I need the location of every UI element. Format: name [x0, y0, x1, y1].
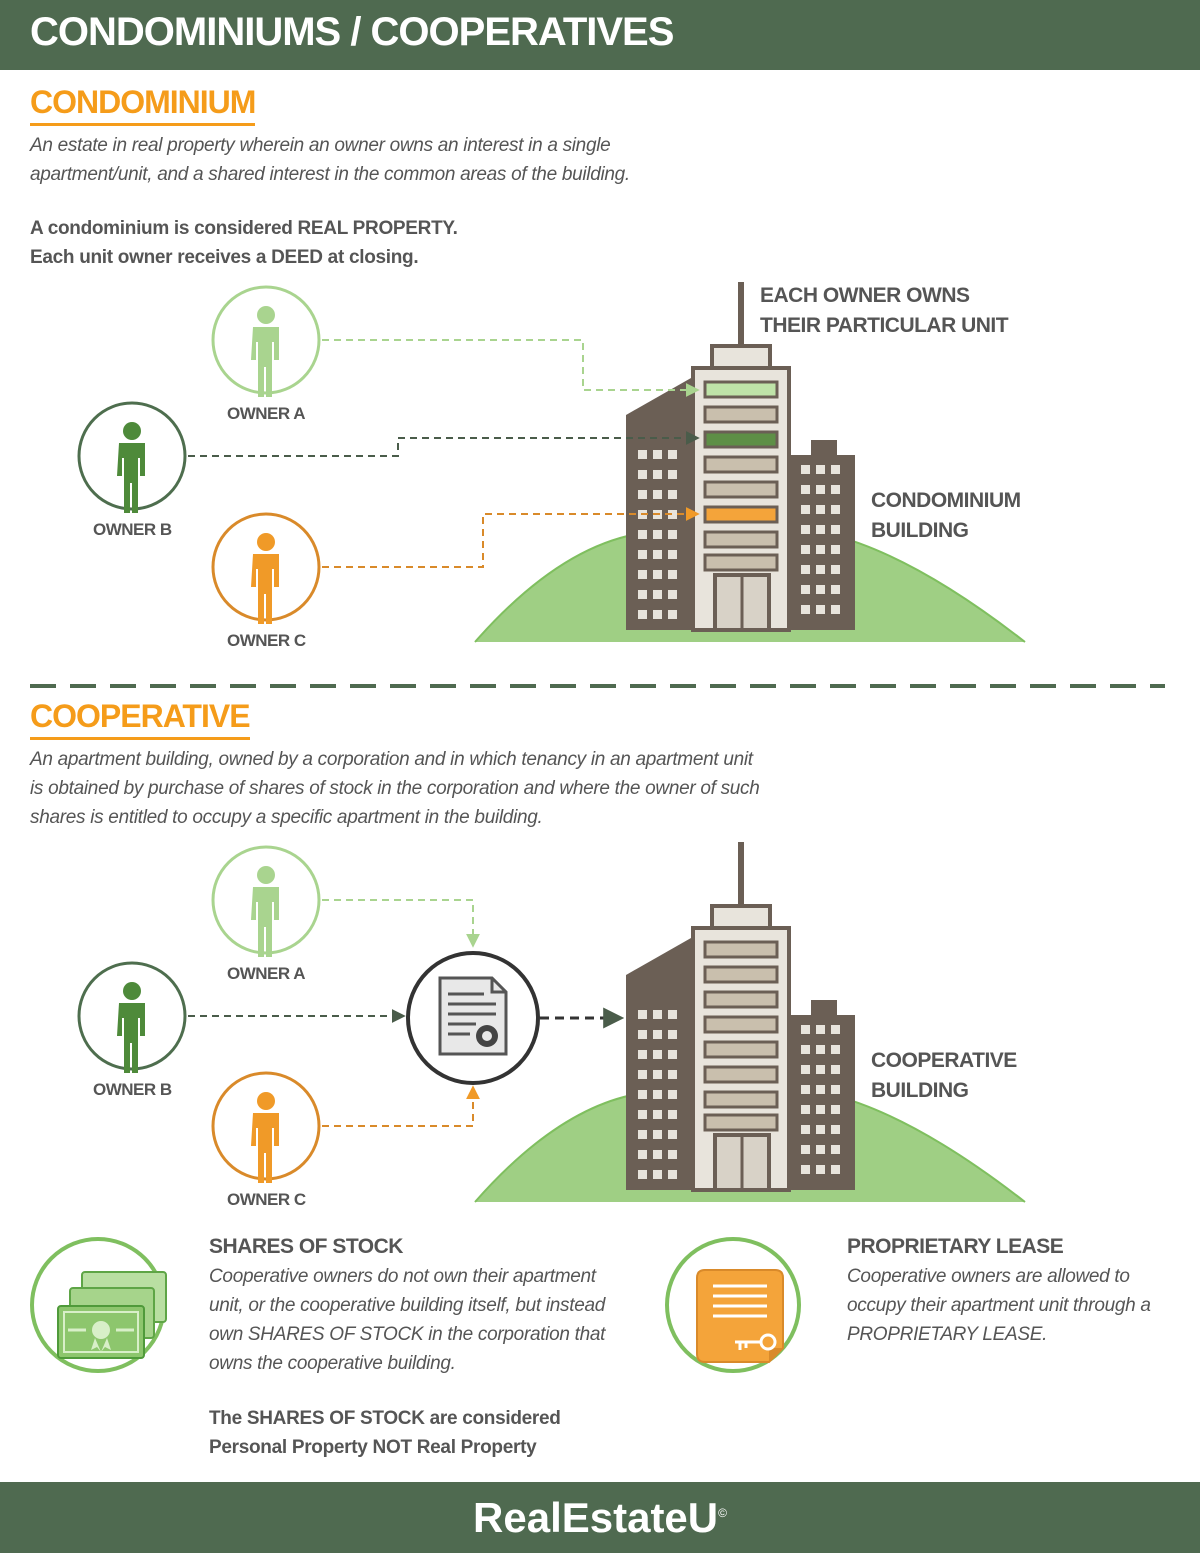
stock-certificate-icon [406, 951, 540, 1085]
owner-b-icon [77, 401, 187, 513]
page-title: CONDOMINIUMS / COOPERATIVES [30, 10, 674, 54]
shares-of-stock-note: The SHARES OF STOCK are considered Perso… [209, 1408, 561, 1458]
owner-c-label: OWNER C [227, 631, 306, 650]
brand-logo: RealEstateU© [473, 1494, 727, 1541]
proprietary-lease-text: Cooperative owners are allowed to occupy… [847, 1266, 1151, 1345]
owner-a-connector [322, 339, 700, 397]
condominium-building [624, 280, 857, 632]
cooperative-building [624, 840, 857, 1192]
copyright-mark: © [718, 1506, 727, 1520]
header-bar: CONDOMINIUMS / COOPERATIVES [0, 0, 1200, 70]
proprietary-lease-title: PROPRIETARY LEASE [847, 1235, 1064, 1258]
cooperative-heading: COOPERATIVE [30, 698, 251, 740]
cooperative-building-label: COOPERATIVE BUILDING [871, 1049, 1017, 1102]
condominium-heading: CONDOMINIUM [30, 84, 256, 126]
footer-bar: RealEstateU© [0, 1482, 1200, 1553]
owner-b-label: OWNER B [93, 520, 172, 539]
owner-a-label: OWNER A [227, 404, 306, 423]
condominium-definition: An estate in real property wherein an ow… [30, 135, 630, 185]
shares-of-stock-icon [30, 1237, 167, 1373]
coop-owner-c-label: OWNER C [227, 1190, 306, 1209]
owner-c-icon [211, 512, 321, 624]
shares-of-stock-title: SHARES OF STOCK [209, 1235, 403, 1258]
coop-owner-b-label: OWNER B [93, 1080, 172, 1099]
coop-owner-a-icon [211, 845, 321, 957]
unit-ownership-label: EACH OWNER OWNS THEIR PARTICULAR UNIT [760, 284, 1009, 337]
coop-owner-a-connector [322, 899, 480, 948]
owner-a-icon [211, 285, 321, 397]
coop-owner-c-icon [211, 1071, 321, 1183]
coop-owner-c-connector [322, 1085, 480, 1127]
shares-of-stock-text: Cooperative owners do not own their apar… [209, 1266, 606, 1374]
coop-owner-b-icon [77, 961, 187, 1073]
proprietary-lease-icon [665, 1237, 801, 1373]
coop-owner-a-label: OWNER A [227, 964, 306, 983]
condominium-building-label: CONDOMINIUM BUILDING [871, 489, 1021, 542]
owner-b-connector [188, 431, 700, 457]
condominium-facts: A condominium is considered REAL PROPERT… [30, 218, 458, 268]
cooperative-definition: An apartment building, owned by a corpor… [30, 749, 760, 828]
